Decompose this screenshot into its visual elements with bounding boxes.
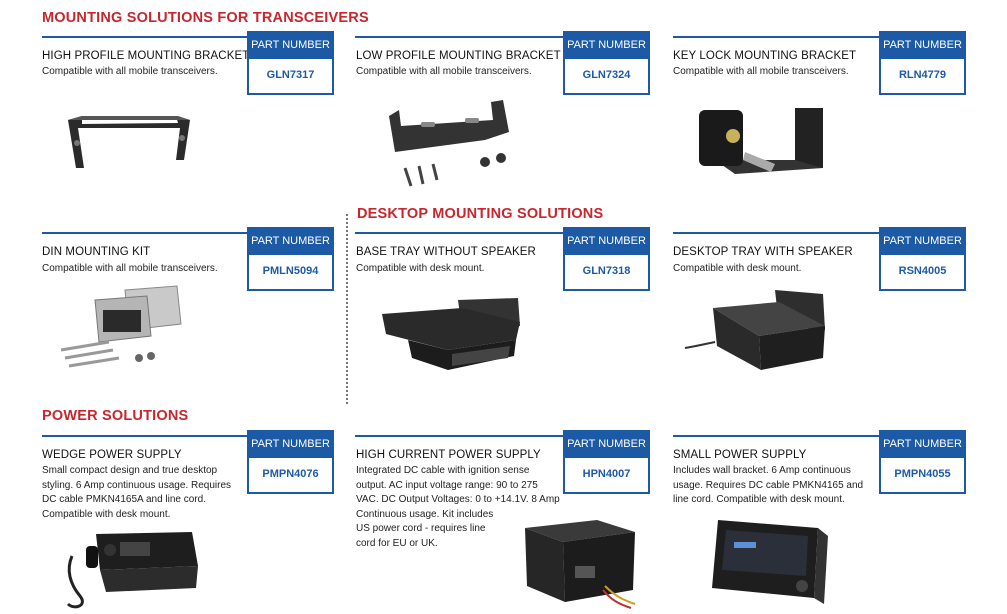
power-supply-icon [525,520,636,609]
description-line: line cord. Compatible with desk mount. [673,494,845,505]
part-number: RLN4779 [898,69,947,81]
part-number-label: PART NUMBER [565,31,648,59]
bracket-icon [68,116,190,168]
product-rule [42,435,334,437]
description-line: Includes wall bracket. 6 Amp continuous [673,465,851,476]
part-number: RSN4005 [898,265,947,277]
description-line: VAC. DC Output Voltages: 0 to +14.1V. 8 … [356,494,560,505]
section-title-desktop: DESKTOP MOUNTING SOLUTIONS [357,206,604,222]
product-rule [673,435,966,437]
product-rule [42,232,334,234]
product-description: Compatible with all mobile transceivers. [42,263,218,274]
product-description: Compatible with desk mount. [673,263,802,274]
product-rule [673,232,966,234]
lock-bracket-icon [699,108,823,174]
product-rule [355,232,650,234]
part-number: PMLN5094 [262,265,319,277]
part-number-label: PART NUMBER [249,227,332,255]
description-line: styling. 6 Amp continuous usage. Require… [42,479,231,491]
part-number: GLN7318 [582,265,631,277]
product-title: BASE TRAY WITHOUT SPEAKER [356,246,536,258]
column-divider [346,214,348,404]
part-number: GLN7324 [582,69,631,81]
description-line: Continuous usage. Kit includes [356,508,494,520]
part-number-box: PART NUMBER PMLN5094 [247,227,334,291]
product-rule [355,36,650,38]
product-description: Compatible with all mobile transceivers. [42,66,218,77]
product-title: SMALL POWER SUPPLY [673,449,807,461]
part-number-box: PART NUMBER RSN4005 [879,227,966,291]
description-line: output. AC input voltage range: 90 to 27… [356,479,538,491]
description-line: US power cord - requires line [356,523,486,534]
part-number-label: PART NUMBER [565,430,648,458]
part-number-label: PART NUMBER [249,430,332,458]
part-number-label: PART NUMBER [881,430,964,458]
part-number-label: PART NUMBER [881,31,964,59]
product-description: Small compact design and true desktop st… [42,464,247,522]
product-title: DIN MOUNTING KIT [42,246,151,258]
tray-speaker-icon [684,290,825,370]
description-line: DC cable PMKN4165A and line cord. [42,494,206,505]
part-number-box: PART NUMBER GLN7317 [247,31,334,95]
product-title: HIGH CURRENT POWER SUPPLY [356,449,541,461]
product-title: LOW PROFILE MOUNTING BRACKET [356,50,561,62]
part-number-box: PART NUMBER RLN4779 [879,31,966,95]
part-number-label: PART NUMBER [565,227,648,255]
product-title: HIGH PROFILE MOUNTING BRACKET [42,50,250,62]
part-number-box: PART NUMBER PMPN4055 [879,430,966,494]
product-description: Compatible with desk mount. [356,263,485,274]
bracket-icon [389,100,509,187]
part-number: HPN4007 [582,468,631,480]
part-number-box: PART NUMBER HPN4007 [563,430,650,494]
power-supply-icon [712,520,828,604]
product-description: Integrated DC cable with ignition sense … [356,464,566,551]
product-title: KEY LOCK MOUNTING BRACKET [673,50,857,62]
product-rule [355,435,650,437]
section-title-mounting: MOUNTING SOLUTIONS FOR TRANSCEIVERS [42,10,369,26]
part-number-box: PART NUMBER GLN7318 [563,227,650,291]
part-number-box: PART NUMBER PMPN4076 [247,430,334,494]
product-title: WEDGE POWER SUPPLY [42,449,182,461]
product-description: Compatible with all mobile transceivers. [673,66,849,77]
part-number-label: PART NUMBER [249,31,332,59]
product-description: Compatible with all mobile transceivers. [356,66,532,77]
description-line: Integrated DC cable with ignition sense [356,465,530,476]
product-rule [673,36,966,38]
description-line: Compatible with desk mount. [42,508,171,520]
part-number: PMPN4076 [262,468,319,480]
din-kit-icon [60,285,182,368]
part-number: PMPN4055 [894,468,951,480]
part-number-box: PART NUMBER GLN7324 [563,31,650,95]
part-number-label: PART NUMBER [881,227,964,255]
product-rule [42,36,334,38]
tray-icon [382,298,520,370]
product-title: DESKTOP TRAY WITH SPEAKER [673,246,853,258]
product-description: Includes wall bracket. 6 Amp continuous … [673,464,873,508]
description-line: Small compact design and true desktop [42,465,218,476]
section-title-power: POWER SOLUTIONS [42,408,189,424]
description-line: usage. Requires DC cable PMKN4165 and [673,479,864,491]
description-line: cord for EU or UK. [356,537,438,549]
radio-icon [66,532,198,609]
part-number: GLN7317 [266,69,315,81]
